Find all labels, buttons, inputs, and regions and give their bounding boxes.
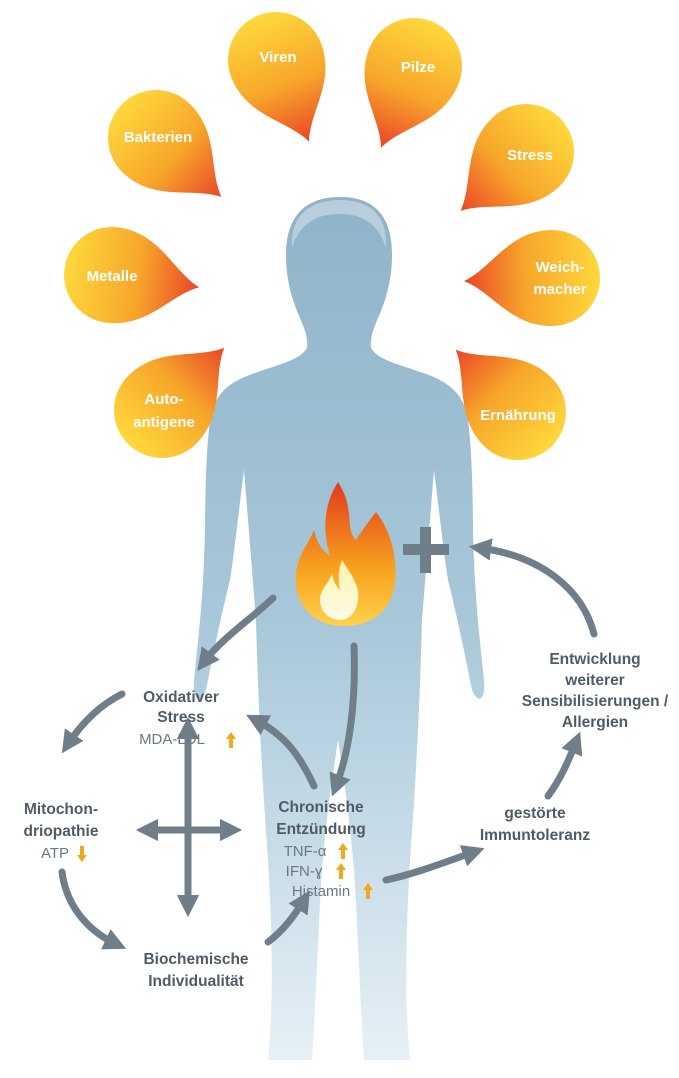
- biochemical-line-1: Biochemische: [143, 951, 248, 968]
- inflammation-line-2: Entzündung: [276, 821, 366, 838]
- drop-bakterien: [88, 70, 253, 232]
- label-ernaehrung: Ernährung: [480, 407, 556, 424]
- oxidative-stress-line-1: Oxidativer: [143, 689, 219, 706]
- label-pilze: Pilze: [401, 59, 435, 76]
- drop-pilze: [337, 4, 477, 166]
- node-sensitization: Entwicklung weiterer Sensibilisierungen …: [522, 651, 669, 731]
- drop-stress: [428, 84, 593, 246]
- mitochondriopathy-line-1: Mitochon-: [24, 801, 98, 818]
- mitochondriopathy-marker: ATP: [41, 845, 69, 862]
- arrow-oxidative-stress-to-mitochondriopathy: [68, 694, 122, 744]
- label-autoantigene-2: antigene: [133, 414, 195, 431]
- sensitization-line-3: Sensibilisierungen /: [522, 693, 669, 710]
- sensitization-line-1: Entwicklung: [549, 651, 640, 668]
- arrow-up-icon: [338, 843, 348, 859]
- immunotolerance-line-2: Immuntoleranz: [480, 827, 590, 844]
- label-autoantigene-1: Auto-: [144, 391, 183, 408]
- arrow-mitochondriopathy-to-biochemical: [62, 872, 116, 944]
- arrow-immunotolerance-to-sensitization: [548, 742, 576, 796]
- sensitization-line-2: weiterer: [564, 672, 624, 689]
- arrow-down-icon: [77, 846, 87, 862]
- node-oxidative-stress: Oxidativer Stress MDA-LDL: [139, 689, 236, 748]
- marker-ifn: IFN-ɣ: [286, 863, 323, 880]
- node-mitochondriopathy: Mitochon- driopathie ATP: [24, 801, 99, 862]
- node-biochemical-individuality: Biochemische Individualität: [143, 951, 248, 990]
- immunotolerance-line-1: gestörte: [504, 805, 566, 822]
- mitochondriopathy-line-2: driopathie: [24, 823, 99, 840]
- sensitization-line-4: Allergien: [562, 714, 628, 731]
- label-viren: Viren: [259, 49, 296, 66]
- arrow-up-icon: [226, 732, 236, 748]
- marker-tnf: TNF-α: [284, 843, 327, 860]
- biochemical-line-2: Individualität: [148, 973, 244, 990]
- drop-weichmacher: [462, 228, 601, 329]
- label-weichmacher-1: Weich-: [536, 259, 585, 276]
- arrow-up-icon: [336, 863, 346, 879]
- label-metalle: Metalle: [87, 268, 138, 285]
- drop-viren: [214, 0, 354, 160]
- node-immunotolerance: gestörte Immuntoleranz: [480, 805, 590, 844]
- oxidative-stress-marker: MDA-LDL: [139, 731, 205, 748]
- inflammation-line-1: Chronische: [278, 799, 364, 816]
- label-weichmacher-2: macher: [533, 281, 587, 298]
- label-bakterien: Bakterien: [124, 129, 192, 146]
- oxidative-stress-line-2: Stress: [157, 709, 204, 726]
- label-stress: Stress: [507, 147, 553, 164]
- marker-histamin: Histamin: [292, 883, 350, 900]
- arrow-sensitization-to-plus: [480, 548, 594, 634]
